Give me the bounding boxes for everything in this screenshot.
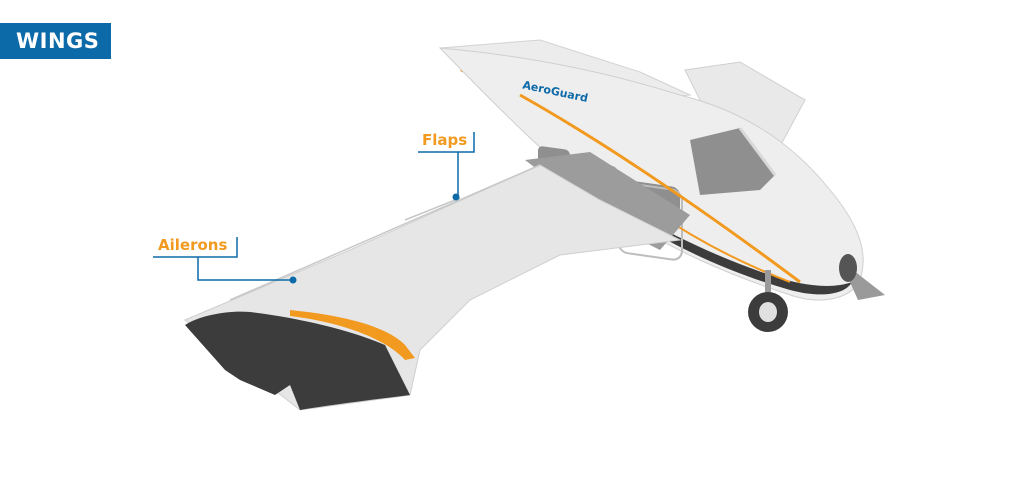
wingtip-stripe — [290, 310, 415, 360]
wingtip-dark — [185, 311, 410, 410]
ailerons-callout: Ailerons — [153, 236, 297, 284]
flap-hinge-line — [229, 164, 541, 301]
ailerons-label: Ailerons — [158, 236, 227, 254]
spinner-hub — [839, 254, 857, 282]
aileron-hinge-line — [404, 197, 461, 221]
windshield-frame — [738, 127, 777, 176]
fuselage-stripe — [519, 93, 801, 284]
section-title: WINGS — [16, 29, 100, 53]
flaps-leader-line — [418, 132, 475, 197]
nose-wheel-hub — [759, 302, 777, 322]
flaps-label: Flaps — [422, 131, 467, 149]
gear-strut — [765, 270, 771, 305]
flaps-callout: Flaps — [418, 131, 475, 201]
windshield — [690, 128, 775, 195]
flaps-marker — [452, 193, 460, 201]
ailerons-leader-line — [153, 237, 293, 281]
ailerons-marker — [289, 276, 297, 284]
section-badge: WINGS — [0, 23, 111, 59]
